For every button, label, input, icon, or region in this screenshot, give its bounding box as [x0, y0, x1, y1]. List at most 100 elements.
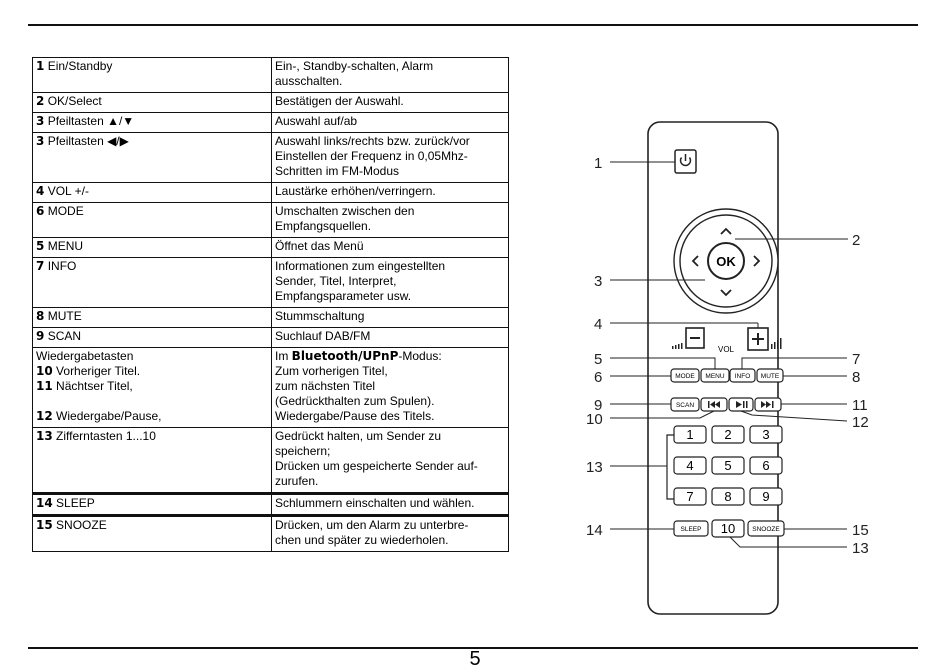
description-line: zum nächsten Titel: [275, 379, 376, 393]
key-label: OK/Select: [47, 94, 102, 108]
digit-button-5: [711, 456, 745, 475]
bottom-rule: [28, 647, 918, 649]
description-line: Umschalten zwischen den: [275, 204, 415, 218]
key-number: 15: [36, 518, 53, 532]
key-number: 14: [36, 496, 53, 510]
arrow-down-icon: [720, 289, 732, 297]
key-label: Pfeiltasten ▲/▼: [47, 114, 135, 128]
callout-15: 15: [852, 522, 869, 539]
description-cell: Auswahl auf/ab: [271, 112, 509, 133]
digit-button-4: [673, 456, 707, 475]
callout-5: 5: [594, 351, 602, 368]
key-label: Vorheriger Titel.: [56, 364, 141, 378]
key-cell: 4 VOL +/-: [32, 182, 272, 203]
arrow-up-icon: [720, 227, 732, 235]
description-line: Im Bluetooth/UPnP-Modus:: [275, 349, 505, 364]
callout-9: 9: [594, 397, 602, 414]
description-line: Ein-, Standby-schalten, Alarm: [275, 59, 434, 73]
sleep-label: SLEEP: [681, 526, 702, 533]
description-cell: Öffnet das Menü: [271, 237, 509, 258]
key-number: 12: [36, 409, 53, 423]
remote-control-diagram: OK VOL MODE MENU INFO MUTE SCAN 1: [586, 121, 869, 615]
key-number: 4: [36, 184, 45, 198]
key-number: 13: [36, 429, 53, 443]
description-line: Sender, Titel, Interpret,: [275, 274, 397, 288]
description-line: ausschalten.: [275, 74, 343, 88]
description-line: Laustärke erhöhen/verringern.: [275, 184, 436, 198]
volume-low-icon: [672, 343, 683, 349]
key-cell: 2 OK/Select: [32, 92, 272, 113]
remote-body: [647, 121, 779, 615]
digit-button-8: [711, 487, 745, 506]
arrow-left-icon: [691, 255, 699, 267]
page-number: 5: [469, 648, 481, 670]
description-line: Öffnet das Menü: [275, 239, 364, 253]
power-button: [674, 149, 697, 174]
key-number: 9: [36, 329, 45, 343]
description-line: Drücken, um den Alarm zu unterbre-: [275, 518, 469, 532]
description-line: chen und später zu wiederholen.: [275, 533, 449, 547]
digit-label-4: 4: [686, 458, 693, 473]
key-cell: 8 MUTE: [32, 307, 272, 328]
description-line: Wiedergabe/Pause des Titels.: [275, 409, 435, 423]
key-number: 5: [36, 239, 45, 253]
description-line: Informationen zum eingestellten: [275, 259, 446, 273]
volume-high-icon: [771, 338, 782, 349]
description-line: Gedrückt halten, um Sender zu: [275, 429, 442, 443]
key-label: VOL +/-: [47, 184, 89, 198]
scan-label: SCAN: [676, 402, 694, 409]
description-cell: Drücken, um den Alarm zu unterbre-chen u…: [271, 514, 509, 552]
description-line: Suchlauf DAB/FM: [275, 329, 371, 343]
key-label: Ein/Standby: [47, 59, 113, 73]
digit-label-7: 7: [686, 489, 693, 504]
description-line: speichern;: [275, 444, 331, 458]
info-label: INFO: [735, 373, 751, 380]
key-cell: 9 SCAN: [32, 327, 272, 348]
vol-label: VOL: [718, 345, 735, 354]
callout-12: 12: [852, 414, 869, 431]
digit-button-9: [749, 487, 783, 506]
ok-button: [707, 242, 745, 280]
key-number: 3: [36, 134, 45, 148]
key-number: 6: [36, 204, 45, 218]
key-cell: 3 Pfeiltasten ◀/▶: [32, 132, 272, 183]
table-row: 3 Pfeiltasten ◀/▶Auswahl links/rechts bz…: [32, 132, 509, 183]
description-line: Drücken um gespeicherte Sender auf-: [275, 459, 478, 473]
key-label: INFO: [47, 259, 77, 273]
description-line: Schritten im FM-Modus: [275, 164, 400, 178]
key-cell: 1 Ein/Standby: [32, 57, 272, 93]
mode-label: MODE: [675, 373, 695, 380]
callout-2: 2: [852, 232, 860, 249]
digit-button-2: [711, 425, 745, 444]
description-line: Empfangsparameter usw.: [275, 289, 412, 303]
callout-13: 13: [586, 459, 603, 476]
table-row: 3 Pfeiltasten ▲/▼Auswahl auf/ab: [32, 112, 509, 133]
key-number: 7: [36, 259, 45, 273]
key-cell: 7 INFO: [32, 257, 272, 308]
digit-button-3: [749, 425, 783, 444]
next-track-icon: [761, 401, 774, 408]
key-label: SLEEP: [56, 496, 95, 510]
callout-7: 7: [852, 351, 860, 368]
bluetooth-upnp: Bluetooth/UPnP: [291, 349, 399, 363]
key-number: 2: [36, 94, 45, 108]
digit-label-1: 1: [686, 427, 693, 442]
key-cell: 13 Zifferntasten 1...10: [32, 427, 272, 494]
key-label: SCAN: [47, 329, 82, 343]
description-line: Schlummern einschalten und wählen.: [275, 496, 475, 510]
menu-label: MENU: [705, 373, 724, 380]
snooze-label: SNOOZE: [752, 526, 780, 533]
description-line: Auswahl auf/ab: [275, 114, 358, 128]
plus-icon: [752, 333, 764, 345]
desc-suffix: -Modus:: [398, 349, 442, 363]
key-label: Zifferntasten 1...10: [56, 429, 156, 443]
key-cell: 14 SLEEP: [32, 492, 272, 516]
